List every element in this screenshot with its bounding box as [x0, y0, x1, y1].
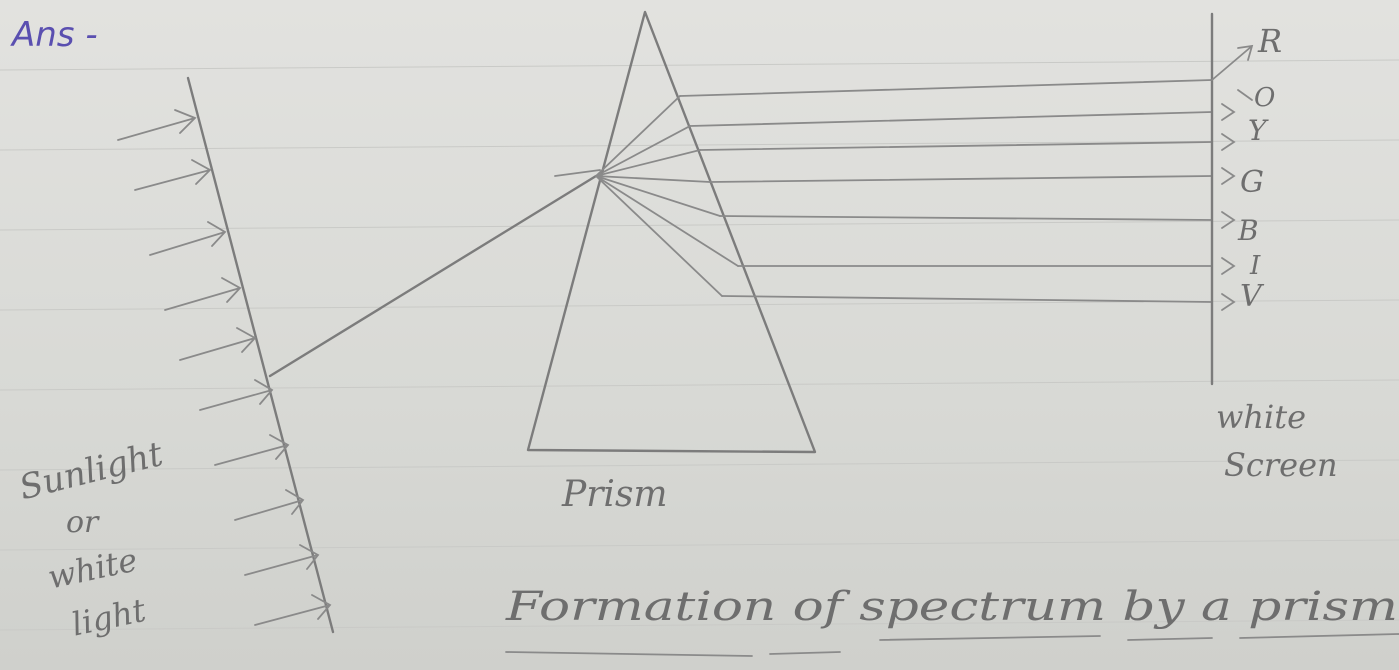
- source-label-line3: white: [45, 541, 141, 597]
- incoming-ray: [199, 379, 274, 411]
- inner-ray-indigo: [595, 175, 739, 267]
- ray-violet: [721, 295, 1213, 303]
- inner-ray-blue: [595, 175, 721, 217]
- source-label-line3-wrap: white: [45, 541, 141, 597]
- arrow-blue: [1221, 211, 1236, 229]
- ray-yellow: [699, 141, 1213, 151]
- arrow-violet: [1221, 293, 1236, 311]
- incoming-ray: [179, 327, 257, 361]
- screen-label-line2: Screen: [1224, 446, 1338, 484]
- dispersed-rays-inside: [595, 95, 739, 297]
- arrow-orange: [1221, 89, 1253, 121]
- spectrum-letters: R O Y G B I V: [1237, 22, 1282, 314]
- source-label-line4: light: [68, 591, 149, 644]
- ray-green: [709, 175, 1213, 183]
- letter-y: Y: [1248, 114, 1269, 147]
- arrow-yellow: [1221, 133, 1236, 151]
- incident-ray: [268, 174, 598, 378]
- source-label: Sunlight: [15, 434, 167, 508]
- arrow-red: [1211, 44, 1254, 81]
- normal-stub: [554, 169, 601, 177]
- incoming-ray: [244, 544, 320, 576]
- letter-b: B: [1237, 214, 1259, 247]
- source-label-line1: Sunlight: [15, 434, 167, 508]
- incoming-ray: [234, 489, 305, 521]
- screen-arrows: [1211, 44, 1254, 311]
- incoming-rays: [117, 109, 332, 626]
- answer-label: Ans -: [10, 15, 98, 55]
- prism-outline: [526, 10, 817, 454]
- source-label-line2: or: [66, 505, 100, 540]
- incoming-ray: [254, 594, 332, 626]
- letter-i: I: [1249, 251, 1261, 281]
- prism-label: Prism: [561, 474, 668, 515]
- inner-ray-orange: [595, 125, 691, 177]
- source-line: [186, 76, 335, 634]
- ray-orange: [689, 111, 1213, 127]
- ruled-lines: [0, 59, 1399, 631]
- incoming-ray: [117, 109, 197, 141]
- emergent-rays: [679, 79, 1213, 303]
- letter-o: O: [1254, 83, 1275, 113]
- arrow-indigo: [1221, 257, 1236, 275]
- ray-blue: [719, 215, 1213, 221]
- caption-underline: [505, 633, 1399, 657]
- diagram-caption: Formation of spectrum by a prism: [505, 584, 1398, 630]
- inner-ray-red: [595, 95, 681, 177]
- screen-label-line1: white: [1216, 398, 1306, 436]
- incoming-ray: [134, 159, 212, 191]
- incoming-ray: [214, 434, 290, 466]
- letter-r: R: [1257, 22, 1282, 60]
- inner-ray-violet: [595, 175, 723, 297]
- prism: [526, 10, 817, 454]
- letter-g: G: [1240, 165, 1264, 200]
- inner-ray-green: [595, 175, 711, 183]
- ray-red: [679, 79, 1213, 97]
- sunlight-source: [117, 76, 335, 634]
- source-label-line4-wrap: light: [68, 591, 149, 644]
- incoming-ray: [164, 277, 242, 311]
- letter-v: V: [1240, 279, 1265, 314]
- incoming-ray: [149, 221, 227, 256]
- inner-ray-yellow: [595, 149, 701, 177]
- arrow-green: [1221, 167, 1236, 185]
